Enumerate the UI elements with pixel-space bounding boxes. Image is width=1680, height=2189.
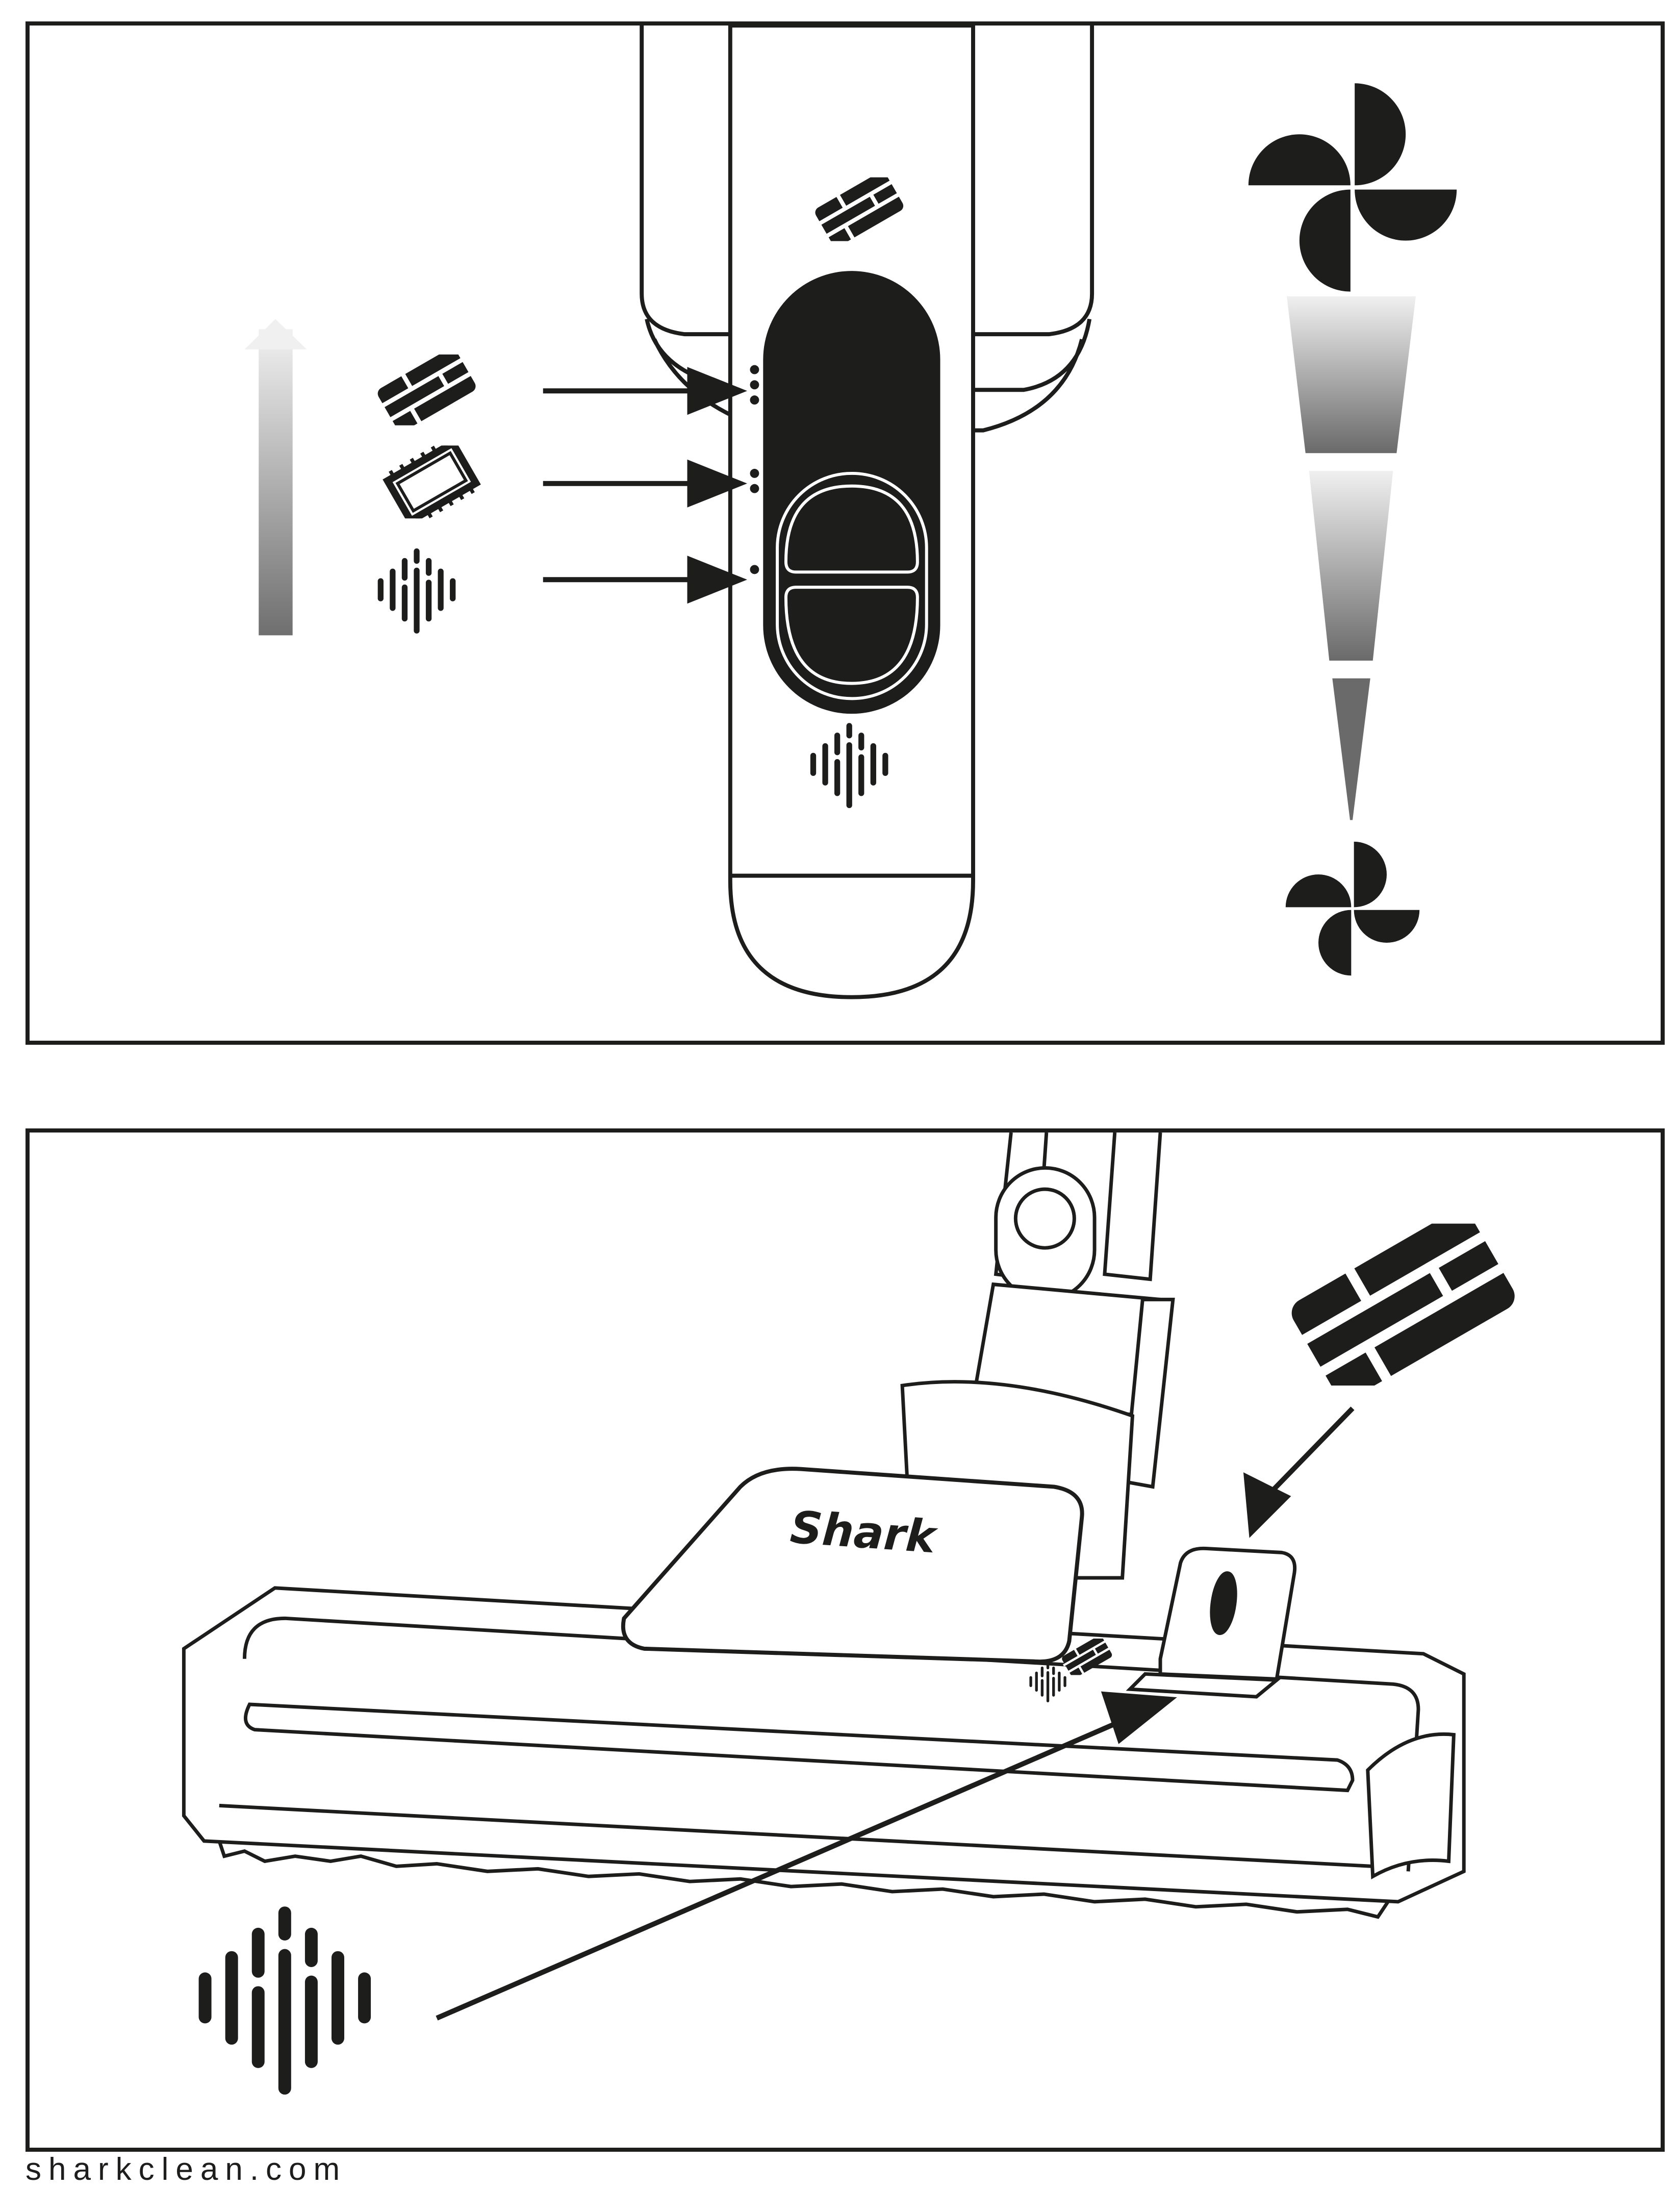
callout-arrows [436, 1406, 1355, 2021]
mode-selector-panel [26, 21, 1665, 1045]
floor-nozzle [182, 1586, 1466, 1904]
low-pile-callout-icon [205, 1913, 364, 2089]
suction-scale [1248, 83, 1457, 976]
carpet-icon [384, 437, 479, 527]
floor-nozzle-panel: Shark [26, 1128, 1665, 2152]
fan-small-icon [1285, 841, 1420, 976]
mode-selector-illustration [244, 26, 1457, 999]
mode-slider[interactable] [763, 271, 940, 714]
brand-logo: Shark [788, 1501, 939, 1564]
hard-floor-callout-icon [1279, 1199, 1528, 1411]
increase-arrow [244, 319, 307, 636]
low-pile-icon [380, 551, 452, 631]
fan-large-icon [1248, 83, 1457, 292]
website-url: sharkclean.com [26, 2152, 347, 2187]
bristles [217, 1840, 1390, 1919]
nozzle-mode-switch[interactable] [1126, 1546, 1297, 1699]
floor-nozzle-illustration: Shark [182, 1133, 1661, 2148]
nozzle-cover [621, 1467, 1084, 1664]
mode-arrows [543, 367, 748, 604]
hard-floor-icon [372, 343, 481, 436]
indicator-dots [750, 365, 759, 574]
